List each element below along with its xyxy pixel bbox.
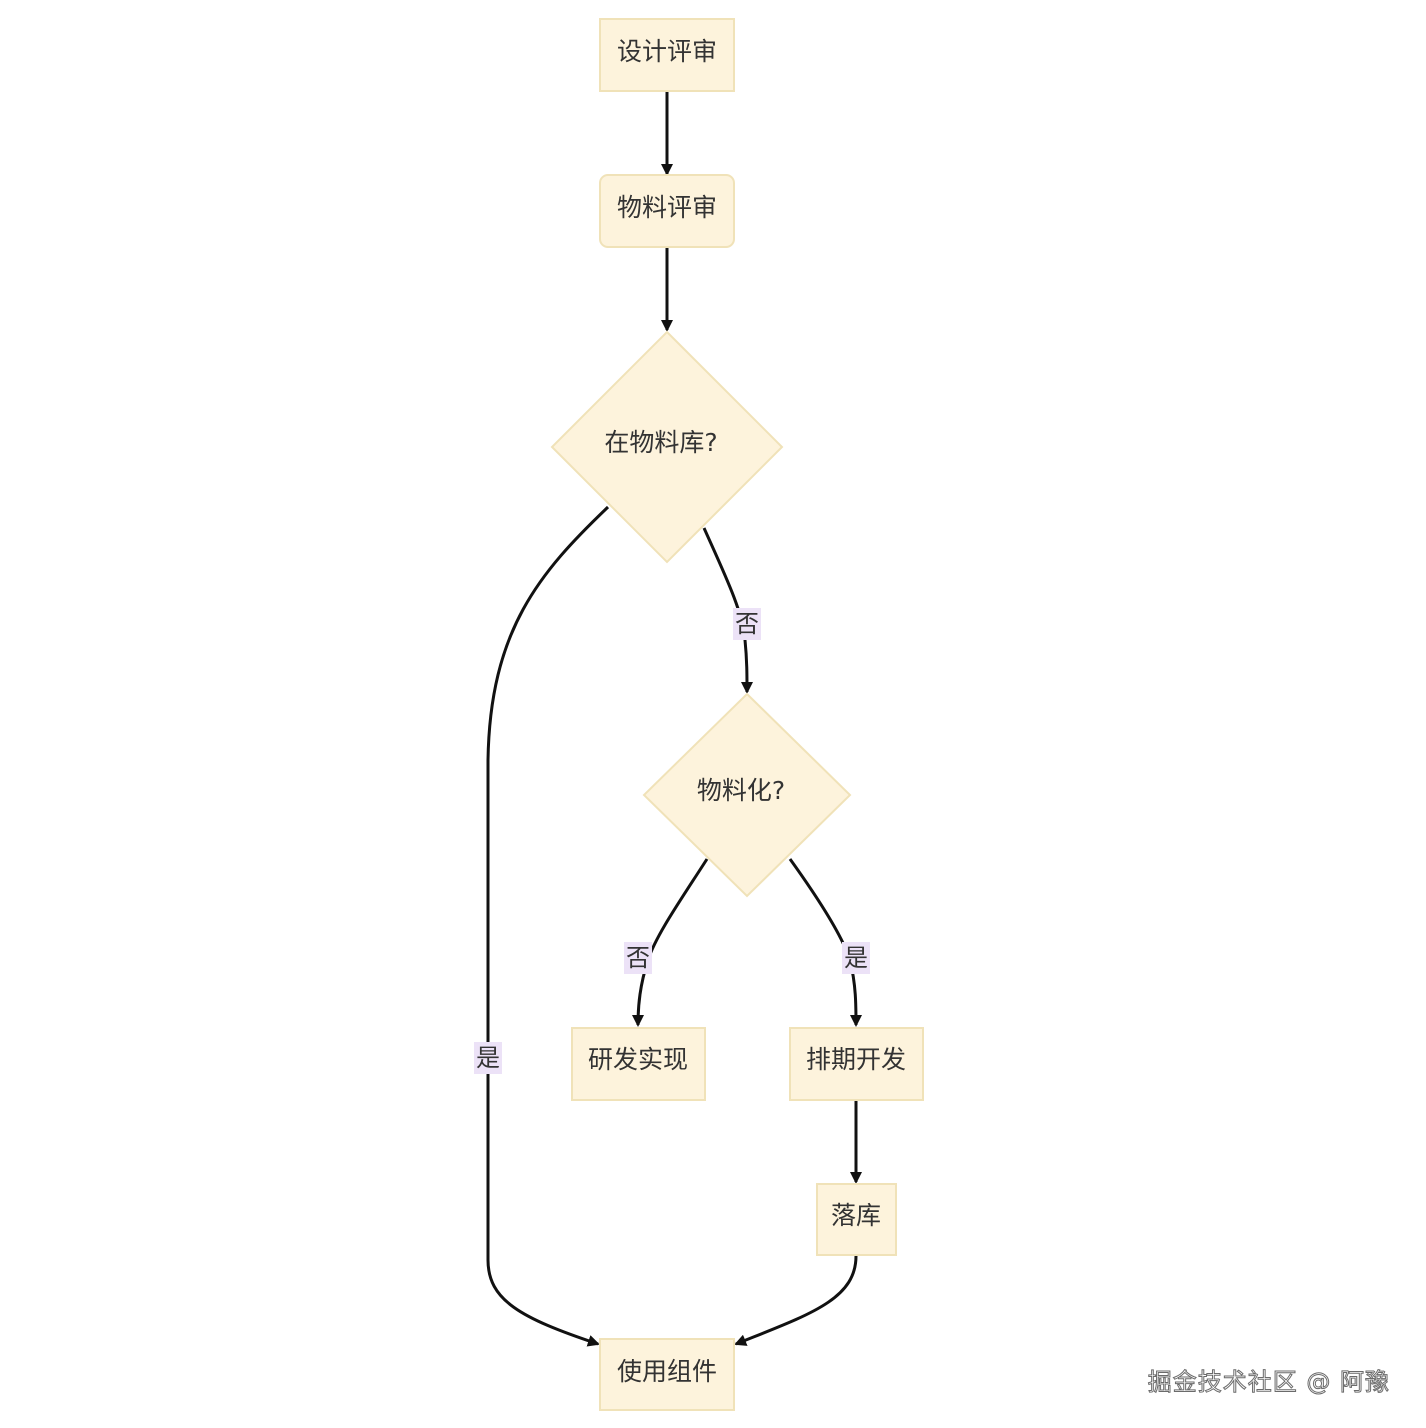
edge-labels: 否 是 否 是: [474, 608, 870, 1074]
svg-text:否: 否: [735, 610, 759, 638]
svg-text:是: 是: [844, 944, 868, 972]
node-materialize-decision: 物料化?: [642, 692, 852, 898]
svg-text:研发实现: 研发实现: [588, 1045, 688, 1074]
svg-text:物料化?: 物料化?: [697, 776, 785, 805]
svg-text:排期开发: 排期开发: [806, 1045, 906, 1074]
svg-text:使用组件: 使用组件: [617, 1357, 717, 1386]
edge-in-library-to-use-component: [486, 505, 610, 1347]
node-rd-implement: 研发实现: [571, 1027, 706, 1101]
edges: [486, 92, 862, 1347]
edge-label-materialize-yes: 是: [842, 942, 870, 974]
svg-text:落库: 落库: [831, 1201, 881, 1230]
edge-label-in-library-yes: 是: [474, 1042, 502, 1074]
svg-text:设计评审: 设计评审: [617, 37, 717, 66]
edge-label-in-library-no: 否: [733, 608, 761, 640]
node-schedule-dev: 排期开发: [789, 1027, 924, 1101]
node-material-review: 物料评审: [599, 174, 735, 248]
svg-text:在物料库?: 在物料库?: [604, 428, 717, 457]
node-design-review: 设计评审: [599, 18, 735, 92]
edge-to-library-to-use-component: [734, 1255, 858, 1346]
svg-text:物料评审: 物料评审: [617, 193, 717, 222]
node-to-library: 落库: [816, 1183, 897, 1256]
svg-text:是: 是: [476, 1044, 500, 1072]
node-in-library-decision: 在物料库?: [550, 330, 784, 564]
node-use-component: 使用组件: [599, 1338, 735, 1411]
svg-text:否: 否: [626, 944, 650, 972]
watermark: 掘金技术社区 @ 阿豫: [1147, 1368, 1390, 1397]
edge-label-materialize-no: 否: [624, 942, 652, 974]
